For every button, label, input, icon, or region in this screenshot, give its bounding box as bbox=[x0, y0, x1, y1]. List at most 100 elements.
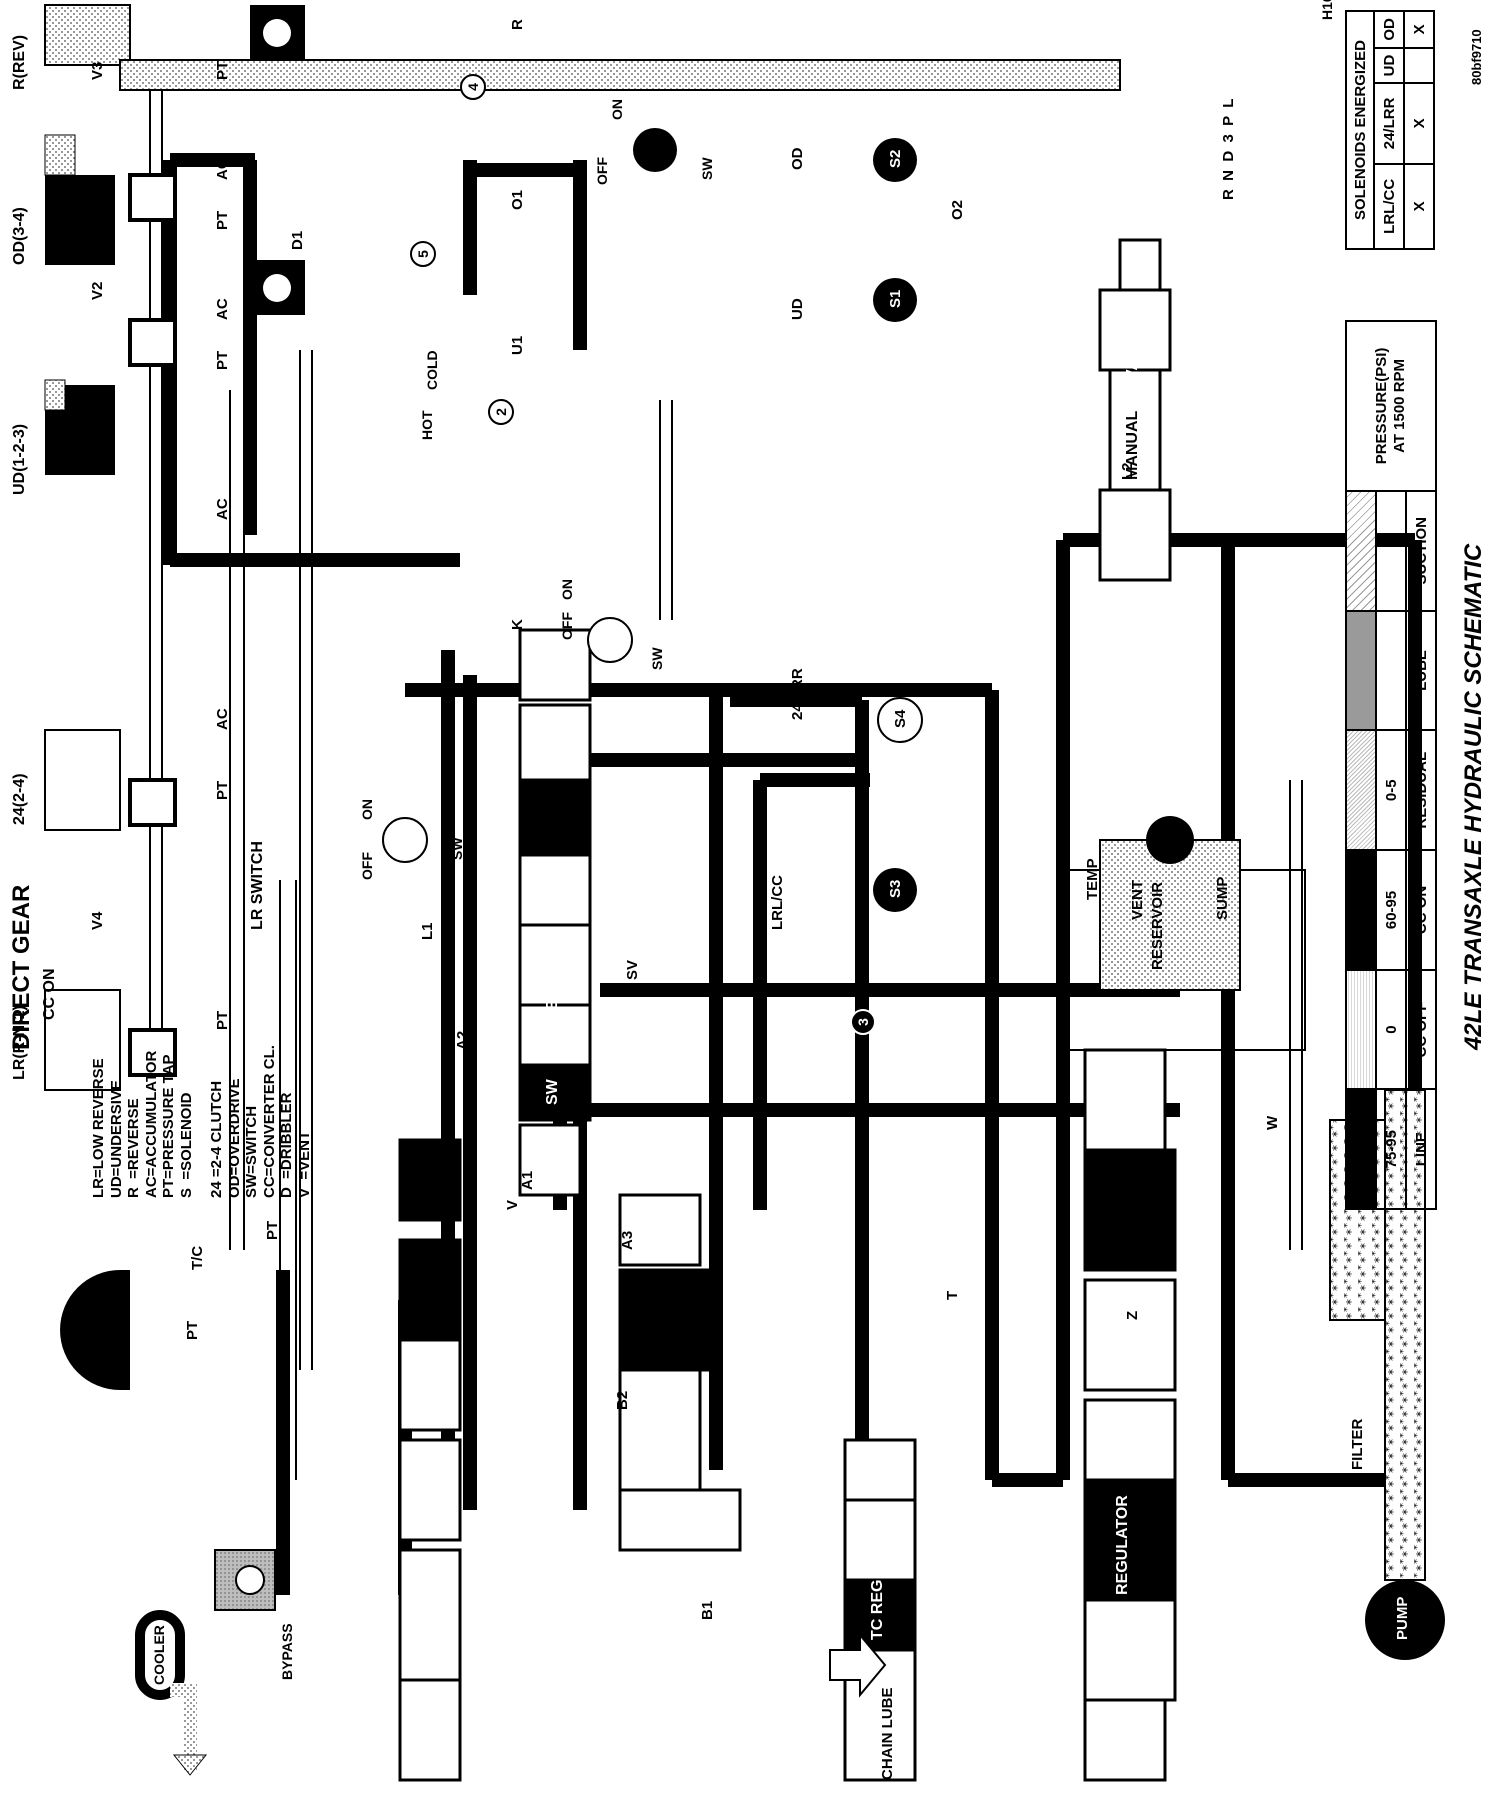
label-y: Y bbox=[1124, 1179, 1141, 1190]
label-od-sw: SW bbox=[699, 157, 715, 180]
solenoid-ud-label: UD bbox=[789, 298, 806, 320]
label-cold: COLD bbox=[424, 350, 440, 390]
clutch-lr: LR(R-N-1) bbox=[11, 1005, 28, 1080]
legend-right: 24 =2-4 CLUTCH OD=OVERDRIVE SW=SWITCH CC… bbox=[208, 1045, 313, 1198]
gear-selector: R N D 3 P L bbox=[1220, 98, 1237, 200]
figure-code: 80bf9710 bbox=[1469, 29, 1484, 85]
label-24-sw: SW bbox=[649, 647, 665, 670]
swatch-cc-off bbox=[1346, 969, 1376, 1090]
legend-left: LR=LOW REVERSE UD=UNDERSIVE R =REVERSE A… bbox=[90, 1050, 195, 1198]
clutch-ud: UD(1-2-3) bbox=[11, 423, 28, 495]
solenoid-col-lrcc: LRL/CC bbox=[1374, 163, 1404, 249]
solenoid-bodies bbox=[873, 138, 923, 912]
label-k: K bbox=[509, 619, 526, 630]
solenoid-s3: S3 bbox=[887, 879, 904, 898]
valve-manual-valve: VALVE bbox=[1124, 329, 1141, 380]
solenoid-table: SOLENOIDS ENERGIZED LRL/CC 24/LRR UD OD … bbox=[1345, 10, 1435, 250]
pressure-val-cc-off: 0 bbox=[1376, 969, 1406, 1090]
solenoid-lr-cc-label: LRL/CC bbox=[769, 875, 786, 930]
solenoid-val-od: X bbox=[1404, 11, 1434, 48]
swatch-line bbox=[1346, 1089, 1376, 1209]
label-r-tap: R bbox=[509, 19, 526, 30]
label-a3: A3 bbox=[619, 1230, 636, 1250]
checkball-2-label: 2 bbox=[493, 408, 509, 416]
pressure-val-suction bbox=[1376, 490, 1406, 611]
solenoid-s4: S4 bbox=[892, 709, 909, 728]
pressure-name-cc-off: CC OFF bbox=[1406, 969, 1436, 1090]
rrev-residual bbox=[44, 4, 1121, 91]
label-w: W bbox=[1264, 1115, 1281, 1130]
swatch-residual bbox=[1346, 730, 1376, 851]
label-pt-od: PT bbox=[214, 210, 231, 230]
checkball-3: 3 bbox=[850, 1009, 876, 1035]
solenoid-val-24lr: X bbox=[1404, 83, 1434, 164]
swatch-lube bbox=[1346, 610, 1376, 731]
solenoid-s2: S2 bbox=[887, 149, 904, 168]
solenoid-24-lr-label: 24/LRR bbox=[789, 668, 806, 720]
label-v4: V4 bbox=[89, 911, 106, 930]
label-pt-tc: PT bbox=[264, 1220, 281, 1240]
valve-lr-switch: LR SWITCH bbox=[249, 841, 266, 930]
solenoid-col-24lr: 24/LRR bbox=[1374, 83, 1404, 164]
label-lr-sw-on: ON bbox=[359, 799, 375, 820]
valve-sw-valve: VALVE bbox=[544, 999, 561, 1050]
reservoir-sump bbox=[1059, 816, 1306, 1051]
label-b2: B2 bbox=[614, 1390, 631, 1410]
chain-lube-label: CHAIN LUBE bbox=[879, 1687, 896, 1781]
label-od-sw-on: ON bbox=[609, 99, 625, 120]
checkball-3-label: 3 bbox=[855, 1018, 871, 1026]
label-cc: CC bbox=[74, 1318, 91, 1340]
torque-converter bbox=[60, 1270, 120, 1390]
label-lr-sw-off: OFF bbox=[359, 852, 375, 880]
filter-label: FILTER bbox=[1349, 1418, 1366, 1470]
checkball-5: 5 bbox=[410, 241, 436, 267]
label-pt-24: PT bbox=[214, 780, 231, 800]
solenoid-table-code: H10 bbox=[1319, 0, 1335, 20]
residual-lines bbox=[149, 90, 1303, 1480]
label-ac-od: AC bbox=[214, 158, 231, 180]
pressure-name-cc-on: CC ON bbox=[1406, 850, 1436, 970]
accumulators bbox=[128, 173, 177, 1077]
cooler-circuit bbox=[135, 1549, 276, 1776]
label-pt-r: PT bbox=[214, 60, 231, 80]
checkball-4: 4 bbox=[460, 74, 486, 100]
clutch-blocks bbox=[44, 134, 121, 1091]
swatch-suction bbox=[1346, 490, 1376, 611]
label-d2: D2 bbox=[289, 30, 306, 50]
swatch-cc-on bbox=[1346, 850, 1376, 970]
label-l1: L1 bbox=[419, 922, 436, 940]
label-pt-lr: PT bbox=[214, 1010, 231, 1030]
sump-label: SUMP bbox=[1214, 876, 1231, 920]
label-v1: V1 bbox=[89, 391, 106, 410]
dribblers bbox=[250, 5, 305, 315]
bypass-label: BYPASS bbox=[279, 1623, 295, 1680]
label-t: T bbox=[944, 1290, 961, 1300]
pump-filter bbox=[1329, 1089, 1445, 1660]
label-pt-ud: PT bbox=[214, 350, 231, 370]
solenoid-table-caption: SOLENOIDS ENERGIZED bbox=[1346, 11, 1374, 249]
pressure-val-lube bbox=[1376, 610, 1406, 731]
chain-lube-arrow bbox=[829, 1632, 887, 1698]
pressure-name-lube: LUBE bbox=[1406, 610, 1436, 731]
solenoid-val-lrcc: X bbox=[1404, 163, 1434, 249]
valve-sol: SOL bbox=[544, 1147, 561, 1180]
valve-bodies bbox=[398, 238, 1177, 1782]
label-tc: T/C bbox=[189, 1245, 206, 1270]
solenoid-val-ud bbox=[1404, 47, 1434, 84]
label-od-sw-off: OFF bbox=[594, 157, 610, 185]
label-v-cc: V bbox=[504, 1199, 521, 1210]
clutch-od: OD(3-4) bbox=[11, 207, 28, 265]
pressure-switches bbox=[382, 128, 677, 863]
clutch-r-rev: R(REV) bbox=[11, 34, 28, 90]
label-24-sw-on: ON bbox=[559, 579, 575, 600]
solenoid-col-ud: UD bbox=[1374, 47, 1404, 84]
valve-tc-reg: TC REG bbox=[869, 1579, 886, 1640]
pressure-val-cc-on: 60-95 bbox=[1376, 850, 1406, 970]
pressure-name-line: LINE bbox=[1406, 1089, 1436, 1209]
label-pt-cc: PT bbox=[184, 1320, 201, 1340]
valve-sw: SW bbox=[544, 1079, 561, 1105]
label-hot: HOT bbox=[419, 410, 435, 440]
